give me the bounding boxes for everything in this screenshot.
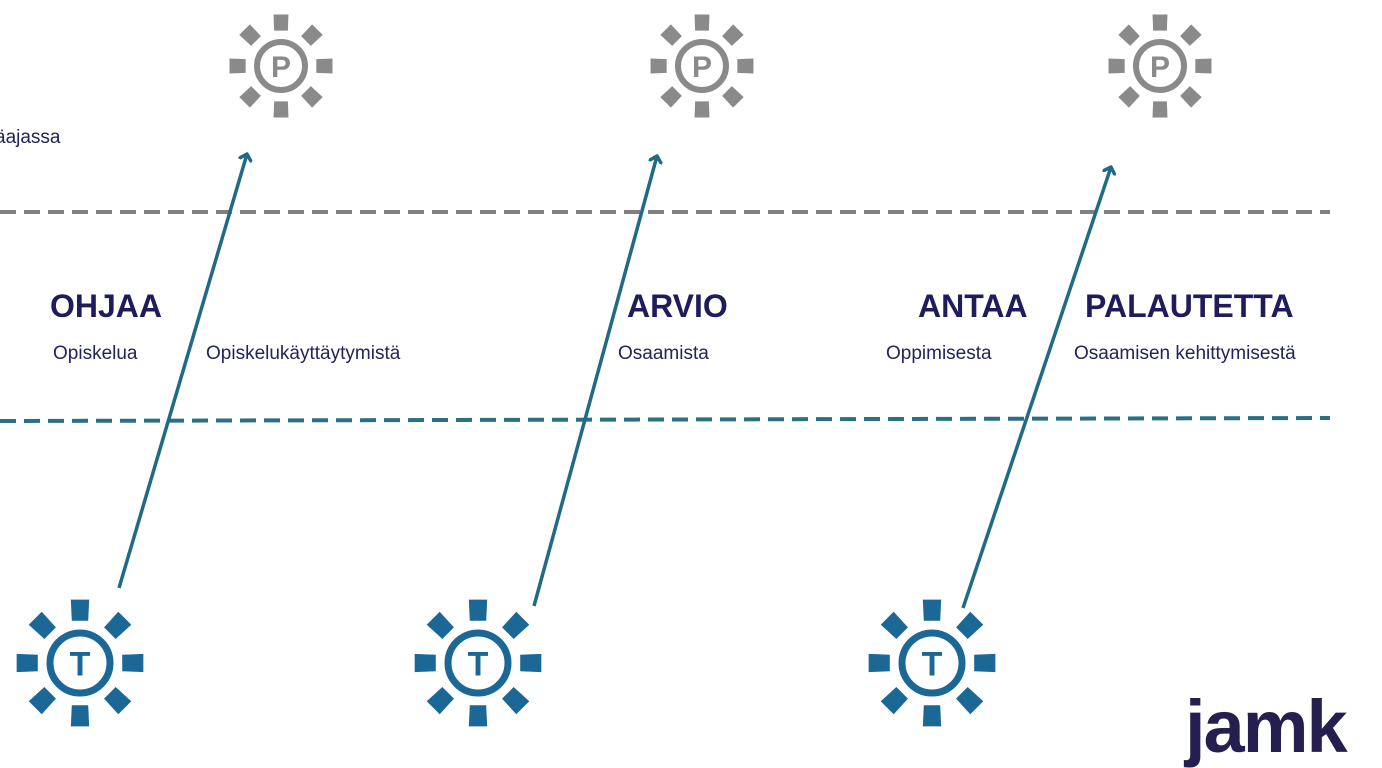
- gear-tooth: [301, 86, 323, 108]
- p-gear-icon: P: [1108, 14, 1212, 118]
- gear-tooth: [301, 24, 323, 46]
- gear-tooth: [694, 14, 710, 31]
- gear-tooth: [880, 687, 908, 715]
- palautetta-heading: PALAUTETTA: [1085, 288, 1294, 324]
- gear-tooth: [694, 101, 710, 118]
- gear-tooth: [104, 687, 132, 715]
- gear-tooth: [1152, 14, 1168, 31]
- antaa-heading: ANTAA: [918, 288, 1028, 324]
- gear-letter: T: [922, 645, 943, 683]
- gear-tooth: [880, 611, 908, 639]
- gear-tooth: [1152, 101, 1168, 118]
- gear-tooth: [316, 58, 333, 74]
- gear-ring: [1133, 39, 1187, 93]
- gear-tooth: [1180, 86, 1202, 108]
- gear-tooth: [722, 24, 744, 46]
- gear-tooth: [660, 86, 682, 108]
- gear-tooth: [722, 86, 744, 108]
- gear-letter: P: [1150, 51, 1170, 84]
- gear-tooth: [468, 599, 488, 621]
- gear-tooth: [868, 653, 890, 673]
- gear-ring: [898, 629, 966, 697]
- gear-tooth: [273, 14, 289, 31]
- gear-letter: P: [692, 51, 712, 84]
- t-gear-icon: T: [868, 599, 996, 727]
- p-gear-icon: P: [650, 14, 754, 118]
- gear-tooth: [239, 24, 261, 46]
- gear-tooth: [28, 611, 56, 639]
- arrow-2: [532, 156, 657, 607]
- gear-tooth: [16, 653, 38, 673]
- teal-dashed-line: [0, 416, 1331, 423]
- gear-tooth: [70, 599, 90, 621]
- diagram-canvas: P P P T T T: [0, 14, 1331, 727]
- jamk-logo: jamk: [1185, 685, 1348, 768]
- clipped-text: äajassa: [0, 127, 61, 148]
- gear-tooth: [1108, 58, 1125, 74]
- osaamisen-kehittymisesta-label: Osaamisen kehittymisestä: [1074, 343, 1296, 364]
- gear-tooth: [520, 653, 542, 673]
- gear-tooth: [70, 705, 90, 727]
- oppimisesta-label: Oppimisesta: [886, 343, 992, 364]
- gear-tooth: [922, 599, 942, 621]
- gear-ring: [254, 39, 308, 93]
- gear-ring: [444, 629, 512, 697]
- gear-tooth: [922, 705, 942, 727]
- gear-tooth: [956, 611, 984, 639]
- opiskelukayttaytymista-label: Opiskelukäyttäytymistä: [206, 343, 401, 364]
- gear-tooth: [273, 101, 289, 118]
- gear-tooth: [426, 611, 454, 639]
- p-gear-icon: P: [229, 14, 333, 118]
- ohjaa-heading: OHJAA: [50, 288, 163, 324]
- gear-letter: T: [70, 645, 91, 683]
- gear-tooth: [737, 58, 754, 74]
- arrow-3: [961, 167, 1111, 609]
- gear-tooth: [650, 58, 667, 74]
- gear-tooth: [28, 687, 56, 715]
- gear-tooth: [1180, 24, 1202, 46]
- gear-letter: T: [468, 645, 489, 683]
- gear-tooth: [1118, 24, 1140, 46]
- gear-tooth: [468, 705, 488, 727]
- gear-tooth: [974, 653, 996, 673]
- gear-tooth: [104, 611, 132, 639]
- opiskelua-label: Opiskelua: [53, 343, 138, 364]
- gear-tooth: [660, 24, 682, 46]
- arrow-1: [117, 154, 247, 589]
- gear-tooth: [229, 58, 246, 74]
- gear-tooth: [239, 86, 261, 108]
- t-gear-icon: T: [414, 599, 542, 727]
- gear-ring: [46, 629, 114, 697]
- arvio-heading: ARVIO: [627, 288, 728, 324]
- gear-tooth: [502, 611, 530, 639]
- gear-tooth: [1118, 86, 1140, 108]
- gear-ring: [675, 39, 729, 93]
- gear-letter: P: [271, 51, 291, 84]
- gear-tooth: [502, 687, 530, 715]
- gear-tooth: [1195, 58, 1212, 74]
- osaamista-label: Osaamista: [618, 343, 709, 364]
- gear-tooth: [122, 653, 144, 673]
- gear-tooth: [414, 653, 436, 673]
- t-gear-icon: T: [16, 599, 144, 727]
- gear-tooth: [426, 687, 454, 715]
- gear-tooth: [956, 687, 984, 715]
